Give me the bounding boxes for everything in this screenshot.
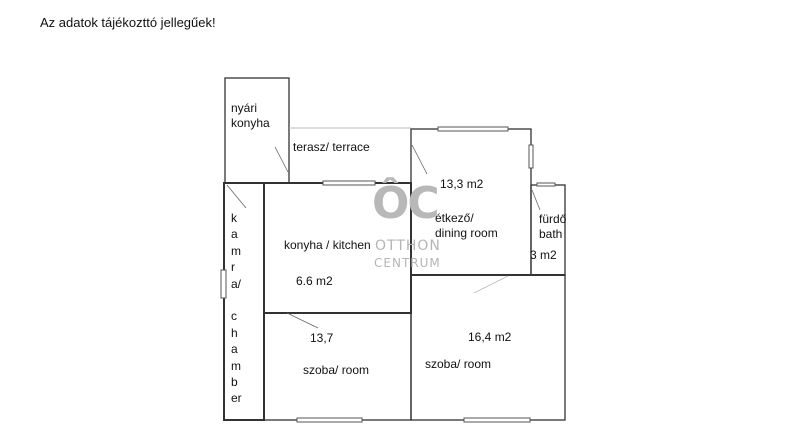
disclaimer-note: Az adatok tájékozttó jellegűek! xyxy=(40,15,216,30)
summer-kitchen-label-1: nyári xyxy=(231,101,258,115)
bath-label-2: bath xyxy=(539,227,563,241)
chamber-label: k a m r a/ c h a m b er xyxy=(231,210,251,407)
window xyxy=(528,144,534,169)
chamber-letter: b xyxy=(231,375,238,390)
window xyxy=(463,417,531,423)
terrace-label: terasz/ terrace xyxy=(293,140,370,154)
window xyxy=(220,269,227,299)
chamber-letter: r xyxy=(231,260,235,275)
bath-area: 3 m2 xyxy=(530,248,557,262)
chamber-letter: m xyxy=(231,243,241,258)
chamber-letter: k xyxy=(231,211,237,225)
window xyxy=(296,417,363,423)
room-left-label: szoba/ room xyxy=(303,363,370,377)
bath-label-1: fürdő xyxy=(539,212,567,226)
summer-kitchen-wall xyxy=(224,77,290,184)
room-right-area: 16,4 m2 xyxy=(468,330,512,344)
chamber-letter: h xyxy=(231,325,238,340)
dining-label-1: étkező/ xyxy=(435,211,474,225)
chamber-letter: a/ xyxy=(231,276,242,291)
chamber-letter: c xyxy=(231,309,237,324)
door-swing xyxy=(286,312,319,329)
kitchen-area: 6.6 m2 xyxy=(296,274,333,288)
dining-area: 13,3 m2 xyxy=(440,177,484,191)
door-swing xyxy=(226,184,247,209)
room-left-area: 13,7 xyxy=(310,331,334,345)
chamber-letter: m xyxy=(231,358,241,373)
chamber-letter: a xyxy=(231,342,238,357)
door-swing xyxy=(473,275,509,294)
door-swing xyxy=(531,189,541,211)
window xyxy=(437,126,509,132)
window xyxy=(536,182,556,187)
door-swing xyxy=(411,144,428,175)
door-swing xyxy=(274,146,289,173)
chamber-letter: a xyxy=(231,227,238,242)
watermark-line2: CENTRUM xyxy=(374,256,441,270)
chamber-letter: er xyxy=(231,391,242,406)
chamber-spacer xyxy=(231,292,251,308)
kitchen-label: konyha / kitchen xyxy=(284,238,371,252)
watermark-line1: OTTHON xyxy=(375,238,441,254)
dining-label-2: dining room xyxy=(435,226,498,240)
room-right-label: szoba/ room xyxy=(425,357,492,371)
window xyxy=(322,180,376,186)
summer-kitchen-label-2: konyha xyxy=(231,116,270,130)
room-right-wall xyxy=(410,274,566,421)
watermark-logo: ÔC xyxy=(372,178,440,229)
